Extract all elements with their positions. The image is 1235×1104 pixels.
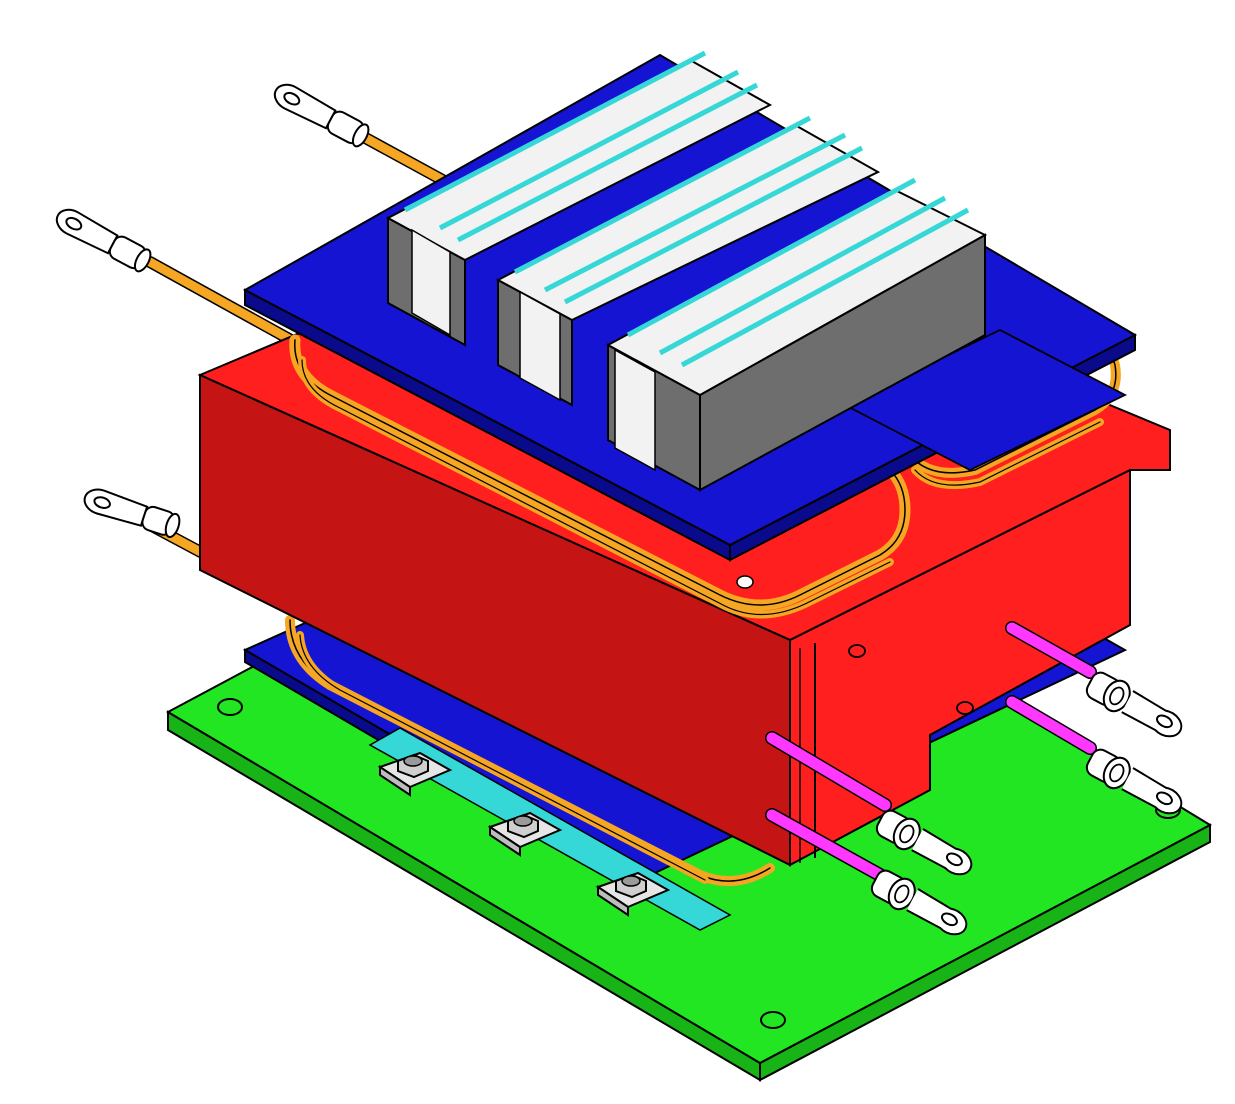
right-ring-lugs (870, 671, 1183, 936)
hex-bolt-icon (377, 751, 453, 797)
laminated-core (385, 50, 988, 492)
frame-hole-icon (848, 644, 866, 658)
upper-copper-coil-left (289, 334, 911, 619)
left-ring-lugs (55, 83, 370, 539)
hex-bolt-icon (595, 871, 671, 917)
lead-wire-mid-left (144, 256, 306, 351)
right-lead-wires (765, 621, 1097, 882)
hex-bolt-icon (487, 811, 563, 857)
core-block-1 (385, 50, 773, 347)
lead-wire-front-upper (765, 731, 892, 812)
ring-terminal-lug-icon (1085, 748, 1183, 815)
core-block-3 (605, 177, 988, 492)
mounting-hole-icon (217, 698, 243, 716)
lead-wire-right-lower (1005, 695, 1097, 755)
frame-hole-icon (956, 701, 974, 715)
winding-frame-front-face (199, 373, 791, 867)
hex-bolt-row (377, 751, 671, 917)
ring-terminal-lug-icon (875, 809, 973, 876)
ring-terminal-lug-icon (1085, 671, 1183, 738)
lead-wire-front-lower (765, 808, 887, 882)
ring-terminal-lug-icon (273, 83, 370, 148)
lead-wire-right-upper (1005, 621, 1097, 679)
ring-terminal-lug-icon (55, 208, 152, 273)
ring-terminal-lug-icon (870, 869, 968, 936)
lower-copper-coil (285, 615, 775, 887)
mounting-hole-icon (760, 1011, 786, 1029)
coil-hole-icon (736, 575, 754, 589)
core-block-2 (495, 115, 881, 407)
ring-terminal-lug-icon (83, 488, 181, 539)
